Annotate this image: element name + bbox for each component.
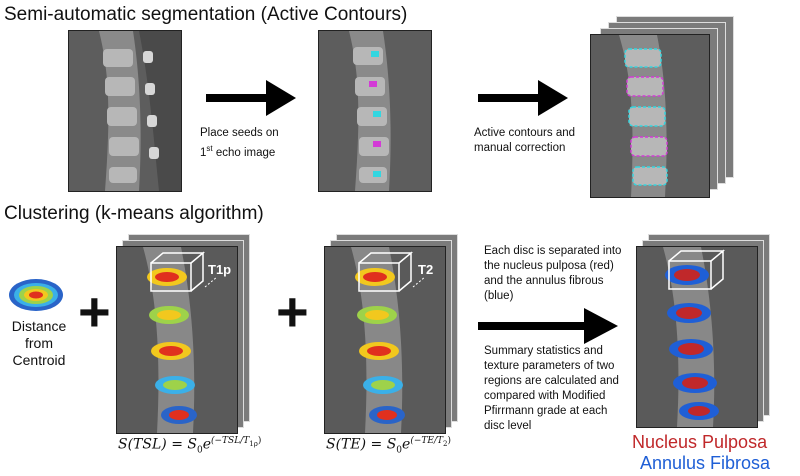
formula-te-sub: 0 (396, 445, 403, 456)
formula-tsl-lhs: S(TSL) = S (118, 436, 197, 453)
plus-icon: + (276, 280, 309, 343)
formula-tsl-e: e (202, 436, 211, 453)
formula-tsl: S(TSL) = S0e(−TSL/T1ρ) (118, 436, 261, 455)
formula-te-exp-sub: 2 (443, 439, 448, 448)
centroid-line3: Centroid (12, 352, 66, 368)
contours-caption: Active contours and manual correction (474, 126, 594, 156)
mri-seeds (318, 30, 432, 192)
arrow-right-icon (206, 80, 296, 116)
mri-contours (590, 34, 710, 198)
centroid-line1: Distance (11, 318, 67, 334)
t1p-label: T1p (208, 262, 232, 277)
formula-tsl-exp-close: ) (257, 436, 262, 446)
contours-caption-line2: manual correction (474, 142, 566, 154)
bottom-section-title: Clustering (k-means algorithm) (4, 203, 264, 224)
formula-te-e: e (402, 436, 411, 453)
seeds-caption-sup: st (206, 144, 213, 153)
separation-description: Each disc is separated into the nucleus … (484, 245, 622, 302)
summary-description: Summary statistics and texture parameter… (484, 345, 619, 432)
seeds-caption-rest: echo image (212, 146, 276, 159)
contours-caption-line1: Active contours and (474, 127, 576, 139)
arrow-right-icon (478, 80, 568, 116)
formula-tsl-exp: (−TSL/T (211, 436, 250, 446)
plus-icon: + (78, 280, 111, 343)
centroid-distance-icon (9, 279, 63, 311)
centroid-line2: from (25, 335, 53, 351)
formula-te-exp: (−TE/T (410, 436, 443, 446)
mri-t1p-map (116, 246, 238, 434)
mri-t2-map (324, 246, 446, 434)
formula-te-exp-close: ) (447, 436, 451, 446)
legend-nucleus: Nucleus Pulposa (632, 432, 768, 452)
legend-annulus: Annulus Fibrosa (640, 453, 771, 473)
top-section-title: Semi-automatic segmentation (Active Cont… (4, 4, 408, 25)
seeds-caption-line1: Place seeds on (200, 127, 279, 139)
t2-label: T2 (418, 262, 434, 277)
arrow-right-icon (478, 308, 618, 344)
formula-tsl-sub: 0 (196, 445, 203, 456)
formula-tsl-exp-sub: 1ρ (249, 439, 258, 448)
mri-result-map (636, 246, 758, 428)
seeds-caption-line2: 1st echo image (200, 141, 310, 161)
centroid-caption: Distance from Centroid (4, 318, 74, 369)
seeds-caption: Place seeds on 1st echo image (200, 126, 310, 161)
seeds-caption-num: 1 (200, 146, 207, 159)
mri-original (68, 30, 182, 192)
formula-te: S(TE) = S0e(−TE/T2) (326, 436, 451, 455)
formula-te-lhs: S(TE) = S (326, 436, 397, 453)
